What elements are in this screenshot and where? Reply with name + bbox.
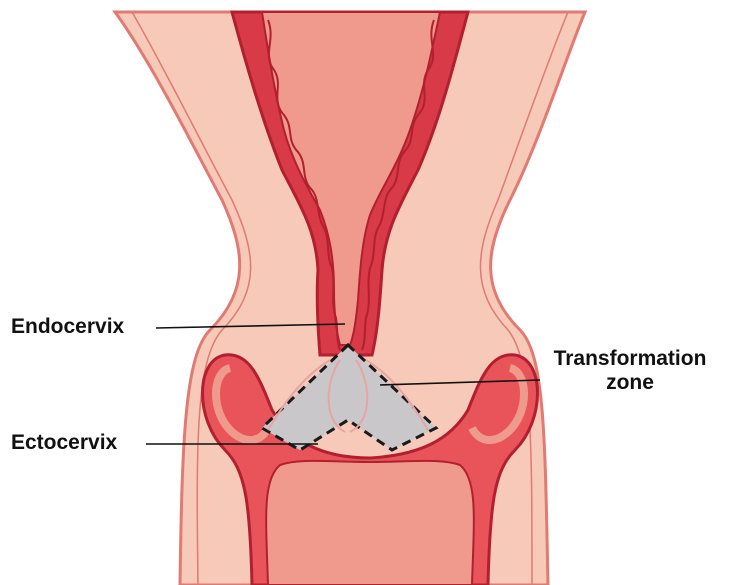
vaginal-canal: [266, 461, 474, 585]
endocervix-label: Endocervix: [11, 315, 124, 339]
transformation-zone-label: Transformation zone: [520, 347, 736, 395]
ectocervix-label: Ectocervix: [11, 431, 117, 455]
transformation-zone-label-line1: Transformation: [520, 347, 736, 371]
transformation-zone-label-line2: zone: [520, 371, 736, 395]
